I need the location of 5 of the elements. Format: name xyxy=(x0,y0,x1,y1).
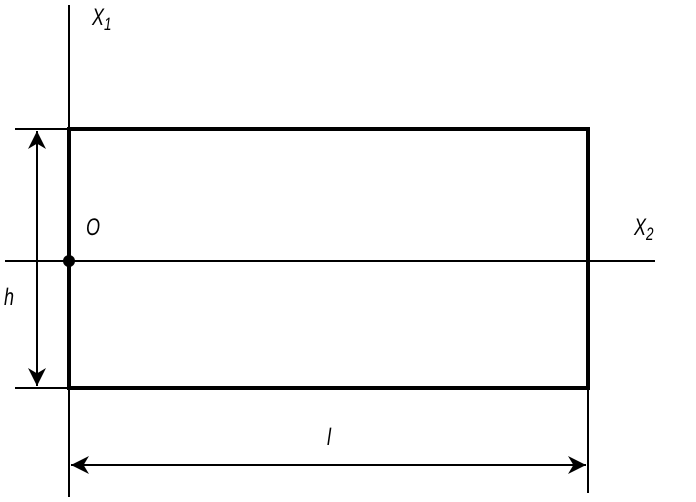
dimension-label: h xyxy=(4,286,14,310)
axis-label: X$_{2}$ xyxy=(634,216,654,240)
origin-label: O xyxy=(86,216,100,240)
axis-label: X$_{1}$ xyxy=(92,6,112,30)
dimension-label: l xyxy=(327,426,331,450)
